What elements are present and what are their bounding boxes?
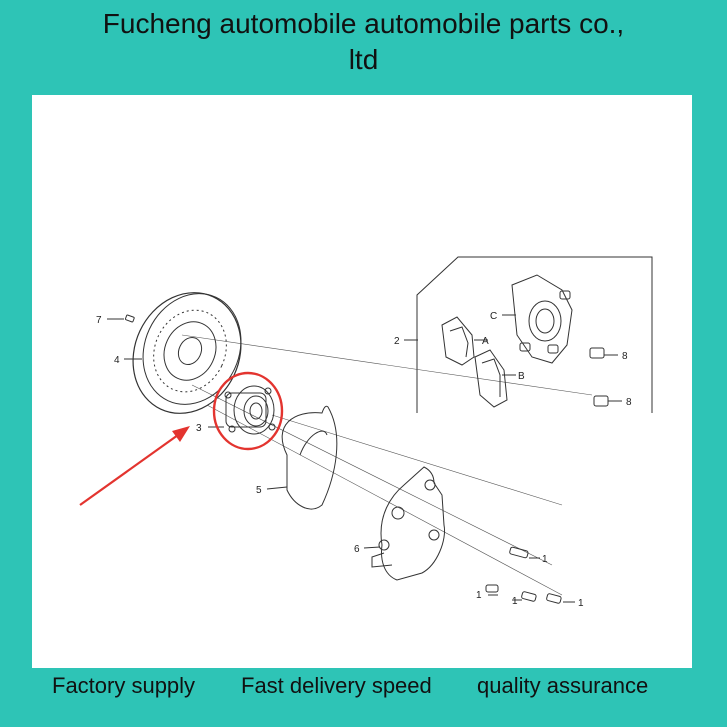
caliper-bolt xyxy=(593,395,609,407)
bolt xyxy=(485,584,499,593)
page-footer: Factory supply Fast delivery speed quali… xyxy=(0,671,727,707)
alignment-line xyxy=(181,334,593,396)
callout-7: 7 xyxy=(96,315,102,326)
alignment-line xyxy=(271,414,563,506)
callout-b: B xyxy=(518,371,525,382)
callout-2: 2 xyxy=(394,336,400,347)
brake-pad-a-detail xyxy=(449,326,469,358)
header-title-line2: ltd xyxy=(348,44,379,75)
callout-8a: 8 xyxy=(622,351,628,362)
alignment-line xyxy=(206,404,563,596)
callout-1b: 1 xyxy=(476,590,482,601)
bolt xyxy=(509,546,529,559)
brake-caliper xyxy=(511,274,573,364)
callout-a: A xyxy=(482,336,489,347)
header-title-line1: Fucheng automobile automobile parts co., xyxy=(102,8,625,39)
bolt xyxy=(521,591,537,602)
callout-5: 5 xyxy=(256,485,262,496)
steering-knuckle xyxy=(371,466,446,581)
brake-pad-b xyxy=(474,349,508,408)
caliper-bolt xyxy=(589,347,605,359)
callout-c: C xyxy=(490,311,497,322)
alignment-line xyxy=(191,384,553,566)
dust-shield xyxy=(281,405,338,510)
bolt xyxy=(546,593,562,604)
caliper-inset-outline xyxy=(416,256,653,413)
dust-shield-detail xyxy=(299,430,328,456)
footer-fast-delivery: Fast delivery speed xyxy=(241,673,432,698)
red-arrow-icon xyxy=(79,426,190,506)
callout-1c: 1 xyxy=(512,596,518,607)
exploded-parts-diagram: 7 4 3 5 6 2 A B C 8 8 1 1 1 1 xyxy=(79,256,653,609)
callout-8b: 8 xyxy=(626,397,632,408)
brake-pad-a xyxy=(441,316,475,366)
footer-factory-supply: Factory supply xyxy=(52,673,196,698)
screw xyxy=(124,314,135,323)
diagram-panel: 7 4 3 5 6 2 A B C 8 8 1 1 1 1 xyxy=(32,95,692,668)
hub-highlight-circle xyxy=(212,371,284,451)
callout-6: 6 xyxy=(354,544,360,555)
callout-3: 3 xyxy=(196,423,202,434)
brake-pad-b-detail xyxy=(481,358,501,397)
callout-1a: 1 xyxy=(542,554,548,565)
page-header: Fucheng automobile automobile parts co.,… xyxy=(0,6,727,78)
callout-4: 4 xyxy=(114,355,120,366)
brake-disc-rotor xyxy=(132,292,242,414)
footer-quality-assurance: quality assurance xyxy=(477,673,649,698)
wheel-hub-bearing xyxy=(224,385,276,435)
callout-1d: 1 xyxy=(578,598,584,609)
